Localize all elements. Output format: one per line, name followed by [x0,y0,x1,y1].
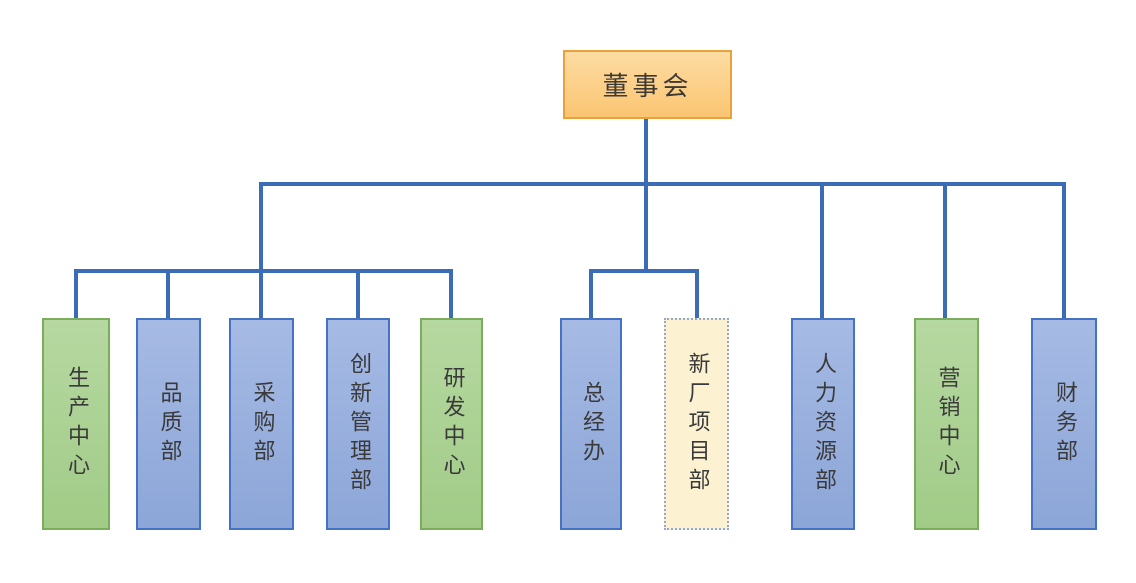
node-hr-dept: 人力资源部 [791,318,855,530]
node-finance-dept: 财务部 [1031,318,1097,530]
node-label: 人力资源部 [811,351,836,497]
connector-drop-finance-dept [1062,182,1066,318]
connector-drop-innovation-management-dept [356,269,360,318]
node-production-center: 生产中心 [42,318,110,530]
connector-drop-marketing-center [943,182,947,318]
node-label: 品质部 [156,380,182,468]
node-general-manager-office: 总经办 [560,318,622,530]
connector-drop-general-manager-office [589,269,593,318]
connector-drop-hr-dept [820,182,824,318]
node-label: 董事会 [602,72,693,102]
node-innovation-management-dept: 创新管理部 [326,318,390,530]
node-label: 新厂项目部 [684,351,710,497]
node-rnd-center: 研发中心 [420,318,483,530]
node-label: 研发中心 [439,366,465,482]
node-label: 生产中心 [64,366,89,482]
node-new-plant-project-dept: 新厂项目部 [664,318,729,530]
connector-left-group-horizontal [74,269,453,273]
node-label: 总经办 [579,380,604,468]
node-marketing-center: 营销中心 [914,318,979,530]
node-purchasing-dept: 采购部 [229,318,294,530]
connector-drop-production-center [74,269,78,318]
node-label: 财务部 [1052,380,1077,468]
node-label: 创新管理部 [346,351,371,497]
node-quality-dept: 品质部 [136,318,201,530]
connector-mid-group-horizontal [589,269,699,273]
node-label: 营销中心 [934,366,960,482]
connector-root-stem [644,119,648,273]
node-board-of-directors: 董事会 [563,50,732,119]
connector-drop-quality-dept [166,269,170,318]
connector-drop-new-plant-project-dept [695,269,699,318]
connector-left-branch-vertical [259,182,263,318]
connector-level1-horizontal [259,182,1066,186]
connector-drop-rnd-center [449,269,453,318]
node-label: 采购部 [249,380,275,468]
